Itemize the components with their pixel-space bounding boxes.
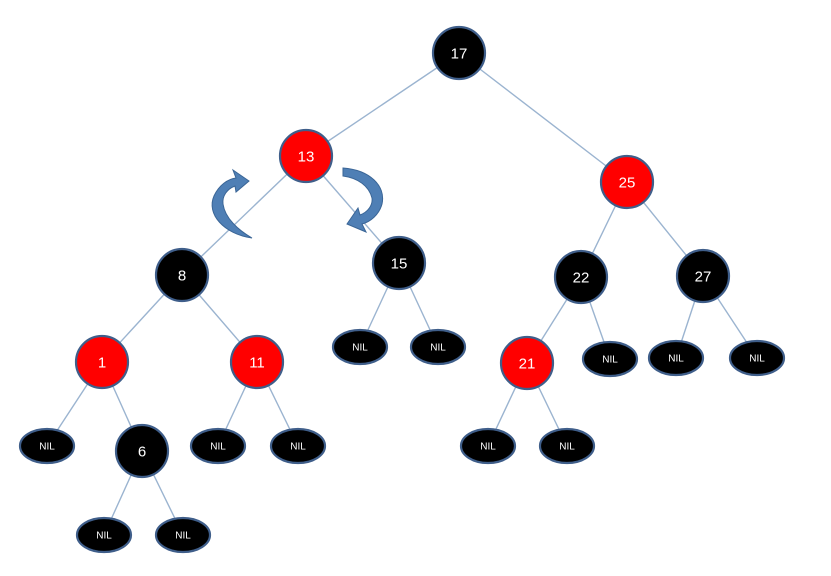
nil-leaf-shape [154,516,212,554]
node-label-6: 6 [138,444,146,461]
nil-label: NIL [175,531,191,542]
node-label-8: 8 [178,268,186,285]
tree-node-25: 25 [599,154,655,210]
nil-label: NIL [352,343,368,354]
tree-node-15: 15 [371,235,427,291]
rotate-right-arrow-icon [342,167,384,233]
nil-leaf: NIL [18,427,76,465]
nil-leaf-shape [18,427,76,465]
tree-node-6: 6 [114,423,170,479]
node-circle-15 [371,235,427,291]
nil-leaf: NIL [75,516,133,554]
nil-leaf: NIL [538,427,596,465]
nil-label: NIL [210,442,226,453]
nil-leaf-shape [581,340,639,378]
edge-n17-n25 [458,52,628,183]
node-circle-11 [229,334,285,390]
rotate-left-arrow-icon [211,168,253,239]
node-label-17: 17 [451,46,468,63]
nil-leaf-shape [647,339,705,377]
edge-n13-n8 [181,155,307,276]
node-label-27: 27 [695,269,712,286]
node-circle-6 [114,423,170,479]
nil-label: NIL [668,354,684,365]
nil-leaf: NIL [409,328,467,366]
nil-leaf-shape [459,427,517,465]
nil-leaf: NIL [154,516,212,554]
nil-leaf-shape [409,328,467,366]
nil-label: NIL [480,442,496,453]
nil-label: NIL [39,442,55,453]
tree-node-11: 11 [229,334,285,390]
tree-node-8: 8 [154,247,210,303]
nil-leaf: NIL [647,339,705,377]
node-label-15: 15 [391,256,408,273]
tree-node-21: 21 [499,335,555,391]
nil-label: NIL [602,355,618,366]
node-label-1: 1 [98,355,106,372]
nil-leaf-shape [538,427,596,465]
nil-label: NIL [96,531,112,542]
nil-leaf-shape [75,516,133,554]
tree-node-17: 17 [431,25,487,81]
nil-leaf-shape [331,328,389,366]
nil-leaf: NIL [269,427,327,465]
node-circle-21 [499,335,555,391]
node-label-11: 11 [249,355,265,372]
node-circle-8 [154,247,210,303]
nil-leaf-shape [189,427,247,465]
nil-label: NIL [749,354,765,365]
node-circle-13 [278,128,334,184]
node-circle-22 [553,249,609,305]
tree-node-27: 27 [675,248,731,304]
node-circle-25 [599,154,655,210]
nil-leaf: NIL [331,328,389,366]
tree-node-1: 1 [74,334,130,390]
node-label-21: 21 [519,356,536,373]
node-label-13: 13 [298,149,315,166]
node-label-25: 25 [619,175,636,192]
node-circle-1 [74,334,130,390]
nil-leaf-shape [269,427,327,465]
rotation-arrows [211,167,384,239]
nil-leaf: NIL [581,340,639,378]
nil-leaf: NIL [189,427,247,465]
nil-leaf-shape [728,339,786,377]
node-label-22: 22 [573,270,590,287]
tree-node-22: 22 [553,249,609,305]
edge-n17-n13 [305,52,460,157]
node-circle-17 [431,25,487,81]
nil-leaf: NIL [728,339,786,377]
nil-label: NIL [559,442,575,453]
nil-leaf: NIL [459,427,517,465]
nil-label: NIL [430,343,446,354]
node-circle-27 [675,248,731,304]
nil-label: NIL [290,442,306,453]
tree-node-13: 13 [278,128,334,184]
